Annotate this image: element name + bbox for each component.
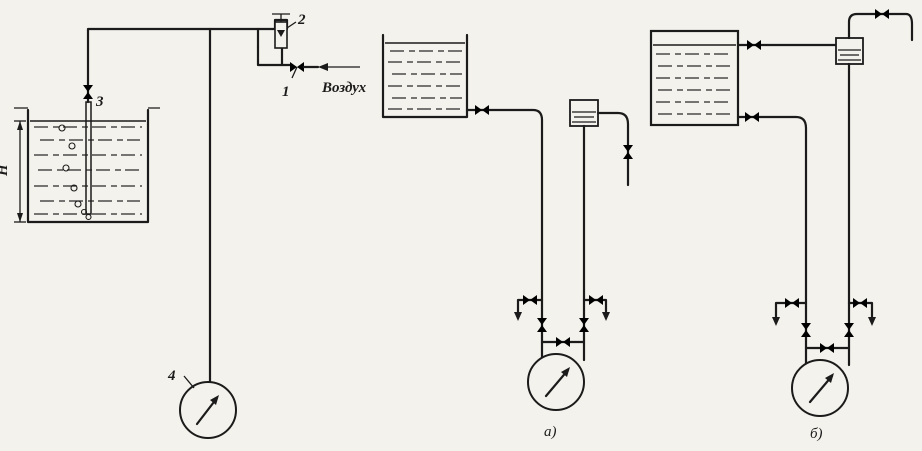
equalizer-b-valve-icon — [820, 343, 834, 353]
variant-b-scheme: б) — [649, 9, 914, 442]
chamber-b-vent-valve-icon — [875, 9, 889, 19]
equalizer-a-valve-icon — [556, 337, 570, 347]
drain-a-left-valve-icon — [523, 295, 537, 305]
air-bubbles — [58, 124, 88, 216]
open-tank — [14, 107, 160, 224]
label-4: 4 — [167, 368, 176, 384]
height-label: H — [0, 163, 11, 177]
tank-a — [381, 33, 469, 119]
chamber-b — [835, 37, 864, 65]
leg-b-left-valve-icon — [801, 323, 811, 337]
tank-b — [649, 29, 740, 127]
tank-b-top-valve-icon — [747, 40, 761, 50]
air-label: Воздух — [321, 80, 367, 96]
bubbler-level-system: H 3 2 1 — [0, 12, 367, 439]
pressure-gauge-icon — [179, 381, 237, 439]
tank-b-bottom-valve-icon — [745, 112, 759, 122]
pressure-gauge-b-icon — [791, 359, 849, 417]
bubble-tube — [85, 101, 92, 221]
label-3: 3 — [95, 94, 104, 110]
variant-a-scheme: а) — [381, 33, 633, 440]
leg-b-right-valve-icon — [844, 323, 854, 337]
drain-b-right-valve-icon — [853, 298, 867, 308]
tank-a-outlet-valve-icon — [475, 105, 489, 115]
tube-valve-icon — [83, 85, 93, 99]
pressure-gauge-a-icon — [527, 353, 585, 411]
leg-a-left-valve-icon — [537, 318, 547, 332]
air-stem-icon — [291, 66, 298, 79]
label-2: 2 — [297, 12, 306, 28]
variant-b-label: б) — [810, 426, 823, 442]
drain-b-left-valve-icon — [785, 298, 799, 308]
chamber-a-vent-valve-icon — [623, 145, 633, 159]
rotameter-icon — [272, 13, 290, 49]
variant-a-label: а) — [544, 424, 557, 440]
chamber-a — [569, 99, 599, 127]
drain-a-right-valve-icon — [589, 295, 603, 305]
leg-a-right-valve-icon — [579, 318, 589, 332]
air-inflow-arrow-icon — [318, 63, 360, 71]
height-dimension: H — [0, 120, 26, 223]
label-1: 1 — [282, 84, 290, 100]
